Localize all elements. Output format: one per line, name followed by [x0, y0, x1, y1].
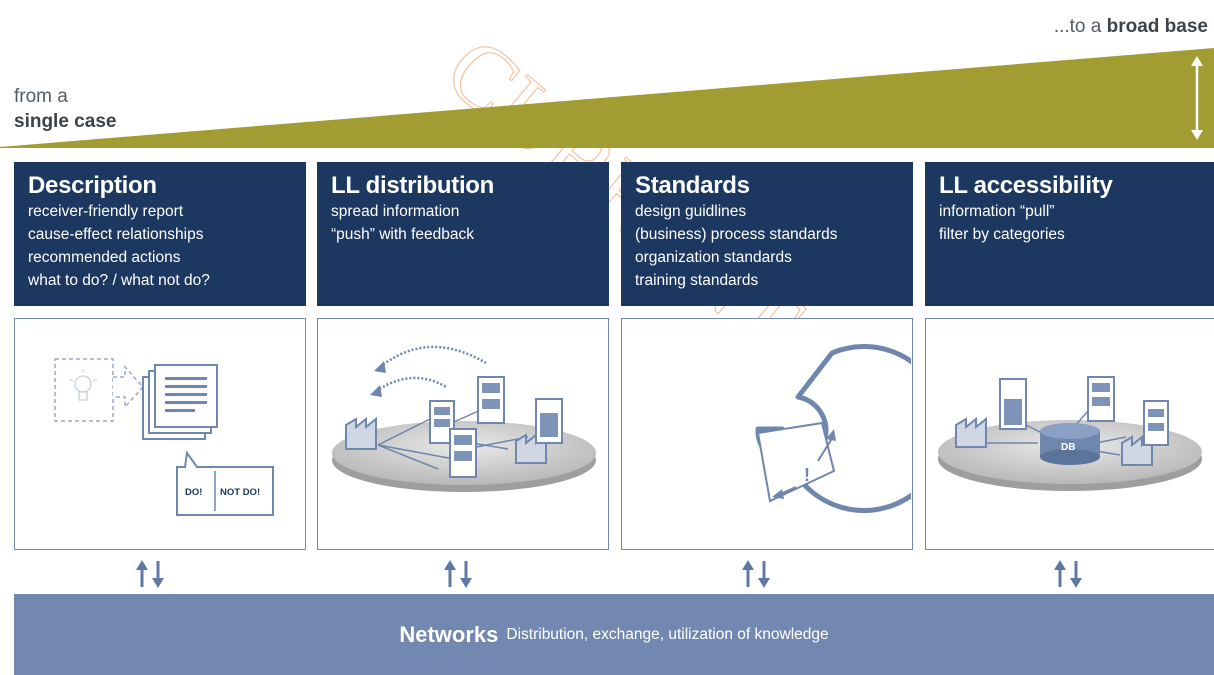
card-line: design guidlines	[635, 203, 747, 220]
scale-start-prefix: from a	[14, 86, 68, 107]
card-line: organization standards	[635, 249, 792, 266]
exchange-arrows-icon	[444, 560, 472, 588]
card-illustration-description: DO! NOT DO!	[14, 318, 306, 550]
card-title: Standards	[635, 172, 750, 199]
scale-arrow-icon	[1191, 56, 1203, 140]
card-line: “push” with feedback	[331, 226, 475, 243]
scale-end-label: ...to a broad base	[1054, 16, 1208, 38]
card-header-standards: Standards design guidlines (business) pr…	[621, 162, 913, 306]
card-header-ll-accessibility: LL accessibility information “pull” filt…	[925, 162, 1214, 306]
card-title: LL distribution	[331, 172, 495, 199]
do-not-do-callout: DO! NOT DO!	[176, 450, 274, 516]
document-stack-icon	[142, 364, 218, 440]
card-line: receiver-friendly report	[28, 203, 184, 220]
not-do-label: NOT DO!	[220, 487, 260, 498]
distribution-network-icon	[332, 345, 596, 492]
card-line: training standards	[635, 272, 759, 289]
networks-title: Networks	[399, 621, 499, 647]
networks-subtitle: Distribution, exchange, utilization of k…	[506, 625, 829, 643]
exchange-arrows-icon	[136, 560, 164, 588]
lightbulb-icon	[68, 369, 98, 401]
scale-start-label: from a single case	[14, 84, 116, 134]
networks-bar: Networks Distribution, exchange, utiliza…	[14, 594, 1214, 675]
card-line: (business) process standards	[635, 226, 838, 243]
scale-start-bold: single case	[14, 111, 117, 132]
card-illustration-ll-distribution	[317, 318, 609, 550]
card-illustration-standards: !	[621, 318, 913, 550]
exchange-arrows-icon	[742, 560, 770, 588]
document-lightbulb-icon: DO! NOT DO!	[54, 358, 274, 516]
card-line: information “pull”	[939, 203, 1055, 220]
card-header-ll-distribution: LL distribution spread information “push…	[317, 162, 609, 306]
database-access-icon: DB	[938, 376, 1202, 491]
card-illustration-ll-accessibility: DB	[925, 318, 1214, 550]
scale-end-prefix: ...to a	[1053, 16, 1102, 37]
scale-end-bold: broad base	[1106, 16, 1208, 37]
do-label: DO!	[185, 487, 202, 498]
card-line: cause-effect relationships	[28, 226, 204, 243]
card-line: spread information	[331, 203, 460, 220]
scale-wedge	[0, 48, 1214, 148]
card-line: what to do? / what not do?	[28, 272, 210, 289]
exclamation-label: !	[804, 465, 810, 485]
exchange-arrows-icon	[1054, 560, 1082, 588]
standard-cycle-icon: !	[755, 344, 911, 513]
card-line: filter by categories	[939, 226, 1065, 243]
card-title: Description	[28, 172, 157, 199]
card-line: recommended actions	[28, 249, 181, 266]
card-title: LL accessibility	[939, 172, 1113, 199]
db-label: DB	[1061, 442, 1075, 453]
wedge-shape	[0, 48, 1214, 148]
card-header-description: Description receiver-friendly report cau…	[14, 162, 306, 306]
database-icon: DB	[1040, 423, 1100, 465]
